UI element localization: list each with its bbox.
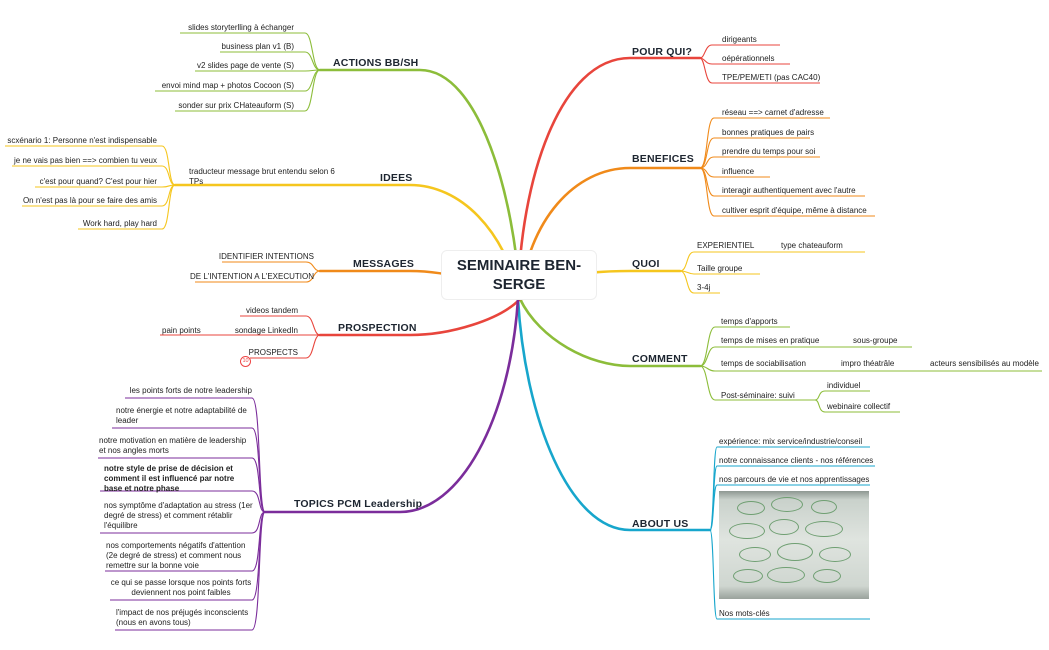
topic-je-ne-vais-pas-bien[interactable]: je ne vais pas bien ==> combien tu veux — [14, 156, 157, 165]
topic-sonder-prix[interactable]: sonder sur prix CHateauform (S) — [178, 101, 294, 110]
connector-prospection — [318, 297, 522, 337]
topic-temps-mises-pratique[interactable]: temps de mises en pratique — [721, 336, 820, 345]
topic-bonnes-pratiques[interactable]: bonnes pratiques de pairs — [722, 128, 815, 137]
topic-motivation[interactable]: notre motivation en matière de leadershi… — [99, 436, 247, 455]
topic-parcours-vie[interactable]: nos parcours de vie et nos apprentissage… — [719, 475, 870, 484]
topic-experientiel[interactable]: EXPERIENTIEL — [697, 241, 755, 250]
topic-type-chateauform[interactable]: type chateauform — [781, 241, 843, 250]
topic-influence[interactable]: influence — [722, 167, 755, 176]
topic-slides-storytelling[interactable]: slides storyterlling à échanger — [188, 23, 294, 32]
topic-mots-cles[interactable]: Nos mots-clés — [719, 609, 770, 618]
topic-points-forts[interactable]: les points forts de notre leadership — [129, 386, 252, 395]
topic-prospects[interactable]: PROSPECTS — [248, 348, 298, 357]
topic-impact-prejuges[interactable]: l'impact de nos préjugés inconscients (n… — [116, 608, 249, 627]
topic-temps-apports[interactable]: temps d'apports — [721, 317, 778, 326]
topic-pas-la-pour-amis[interactable]: On n'est pas là pour se faire des amis — [22, 196, 157, 205]
topic-v2-slides[interactable]: v2 slides page de vente (S) — [197, 61, 294, 70]
topic-energie-adaptabilite[interactable]: notre énergie et notre adaptabilité de l… — [116, 406, 247, 425]
topic-3-4j[interactable]: 3-4j — [697, 283, 711, 292]
whiteboard-photo[interactable] — [719, 491, 869, 599]
topic-comportements-negatifs[interactable]: nos comportements négatifs d'attention (… — [106, 541, 246, 570]
topic-cultiver-esprit[interactable]: cultiver esprit d'équipe, même à distanc… — [722, 206, 867, 215]
topic-points-forts-faibles[interactable]: ce qui se passe lorsque nos points forts… — [110, 578, 252, 597]
topic-style-decision[interactable]: notre style de prise de décision et comm… — [104, 464, 235, 493]
branch-topics-pcm[interactable]: TOPICS PCM Leadership — [294, 498, 423, 510]
connector-topics — [263, 297, 520, 514]
branch-prospection[interactable]: PROSPECTION — [338, 322, 417, 334]
topic-symptome-adaptation[interactable]: nos symptôme d'adaptation au stress (1er… — [104, 501, 253, 530]
topic-business-plan[interactable]: business plan v1 (B) — [221, 42, 294, 51]
topic-prendre-temps[interactable]: prendre du temps pour soi — [722, 147, 816, 156]
branch-actions[interactable]: ACTIONS BB/SH — [333, 57, 419, 69]
topic-dirigeants[interactable]: dirigeants — [722, 35, 757, 44]
topic-identifier-intentions[interactable]: IDENTIFIER INTENTIONS — [218, 252, 314, 261]
topic-envoi-mind-map[interactable]: envoi mind map + photos Cocoon (S) — [161, 81, 294, 90]
topic-scenario-1[interactable]: scxénario 1: Personne n'est indispensabl… — [7, 136, 157, 145]
branch-messages[interactable]: MESSAGES — [353, 258, 415, 270]
topic-post-seminaire[interactable]: Post-séminaire: suivi — [721, 391, 795, 400]
topic-sondage-linkedin[interactable]: sondage LinkedIn — [234, 326, 298, 335]
topic-sous-groupe[interactable]: sous-groupe — [853, 336, 898, 345]
topic-webinaire-collectif[interactable]: webinaire collectif — [827, 402, 891, 411]
connector-comment — [518, 297, 702, 368]
topic-temps-sociabilisation[interactable]: temps de sociabilisation — [721, 359, 806, 368]
topic-operationnels[interactable]: oépérationnels — [722, 54, 775, 63]
topic-pain-points[interactable]: pain points — [162, 326, 201, 335]
topic-individuel[interactable]: individuel — [827, 381, 861, 390]
prospects-count-badge: 10 — [240, 356, 251, 367]
branch-idees[interactable]: IDEES — [380, 172, 413, 184]
topic-intention-execution[interactable]: DE L'INTENTION A L'EXECUTION — [190, 272, 314, 281]
branch-comment[interactable]: COMMENT — [632, 353, 688, 365]
central-topic[interactable]: SEMINAIRE BEN-SERGE — [442, 251, 596, 299]
branch-pour-qui[interactable]: POUR QUI? — [632, 46, 693, 58]
central-topic-title: SEMINAIRE BEN-SERGE — [456, 257, 582, 293]
branch-about-us[interactable]: ABOUT US — [632, 518, 689, 530]
topic-cest-pour-quand[interactable]: c'est pour quand? C'est pour hier — [39, 177, 157, 186]
topic-reseau[interactable]: réseau ==> carnet d'adresse — [722, 108, 824, 117]
branch-quoi[interactable]: QUOI — [632, 258, 660, 270]
topic-experience-mix[interactable]: expérience: mix service/industrie/consei… — [719, 437, 863, 446]
topic-traducteur-message[interactable]: traducteur message brut entendu selon 6 … — [189, 167, 335, 186]
branch-benefices[interactable]: BENEFICES — [632, 153, 694, 165]
topic-tpe-pem-eti[interactable]: TPE/PEM/ETI (pas CAC40) — [722, 73, 821, 82]
topic-connaissance-clients[interactable]: notre connaissance clients - nos référen… — [719, 456, 874, 465]
connector-about — [516, 297, 712, 532]
connector-pour-qui — [516, 56, 702, 301]
topic-interagir[interactable]: interagir authentiquement avec l'autre — [722, 186, 856, 195]
topic-impro-theatrale[interactable]: impro théatrâle — [841, 359, 895, 368]
topic-work-hard[interactable]: Work hard, play hard — [82, 219, 157, 228]
topic-acteurs-sensibilises[interactable]: acteurs sensibilisés au modèle — [930, 359, 1039, 368]
topic-videos-tandem[interactable]: videos tandem — [245, 306, 298, 315]
topic-taille-groupe[interactable]: Taille groupe — [697, 264, 743, 273]
